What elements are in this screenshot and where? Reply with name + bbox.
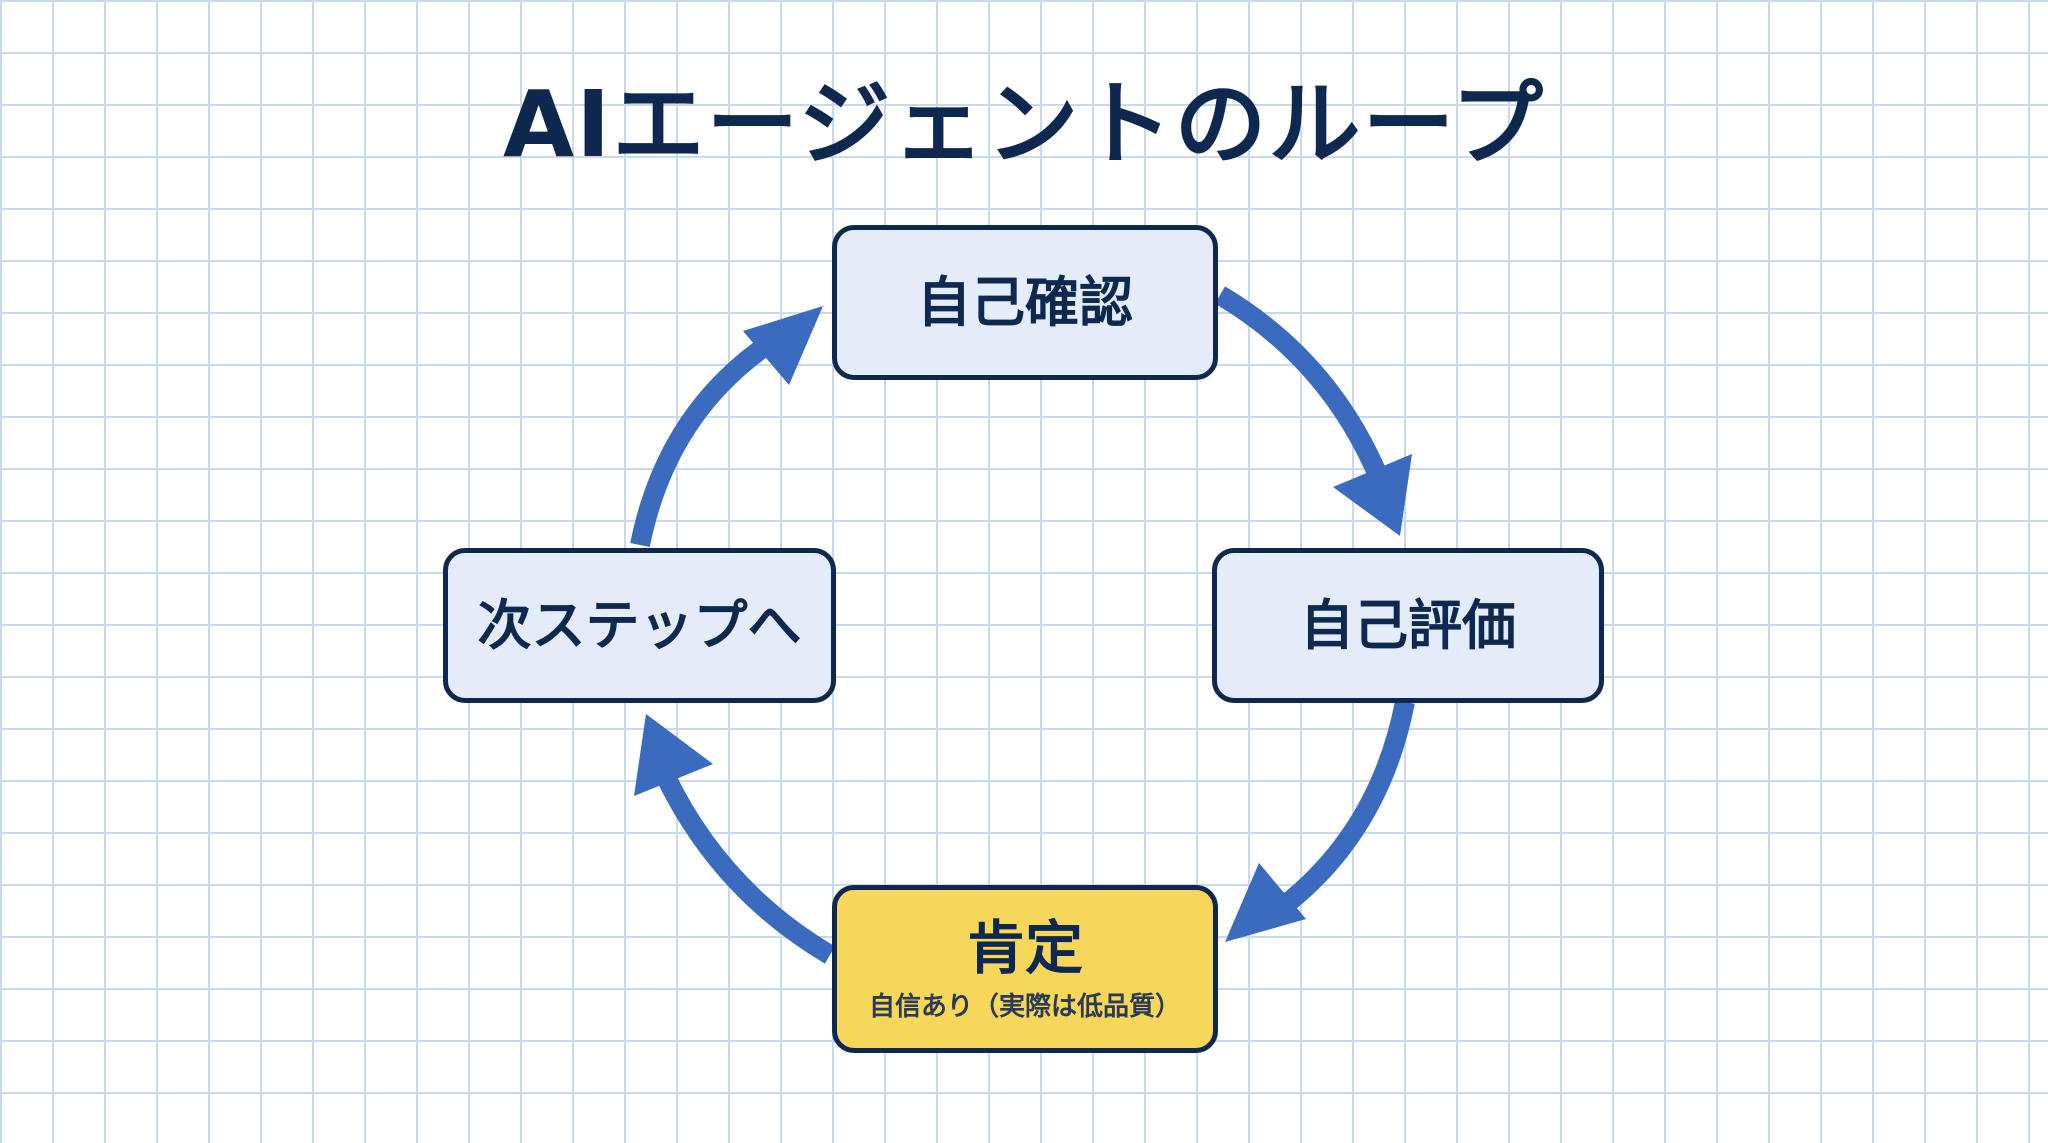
arrowhead-top	[743, 306, 823, 385]
arrowhead-bottom	[1225, 863, 1306, 942]
node-self-check-label: 自己確認	[917, 270, 1133, 334]
node-self-check: 自己確認	[832, 225, 1218, 380]
arrowhead-left	[634, 714, 713, 796]
node-affirmation-sublabel: 自信あり（実際は低品質）	[868, 992, 1181, 1022]
arrow-left-to-top	[630, 341, 766, 547]
node-self-evaluation: 自己評価	[1212, 548, 1604, 703]
arrowhead-right	[1333, 454, 1412, 536]
arrow-top-to-right	[1214, 286, 1390, 484]
arrow-bottom-to-left	[655, 770, 836, 964]
diagram-title: AIエージェントのループ	[502, 71, 1546, 178]
node-next-step-label: 次ステップへ	[477, 593, 802, 657]
node-affirmation: 肯定 自信あり（実際は低品質）	[832, 885, 1218, 1053]
node-self-evaluation-label: 自己評価	[1300, 593, 1516, 657]
node-affirmation-label: 肯定	[966, 914, 1083, 982]
node-next-step: 次ステップへ	[443, 548, 836, 703]
arrow-right-to-bottom	[1278, 700, 1415, 913]
